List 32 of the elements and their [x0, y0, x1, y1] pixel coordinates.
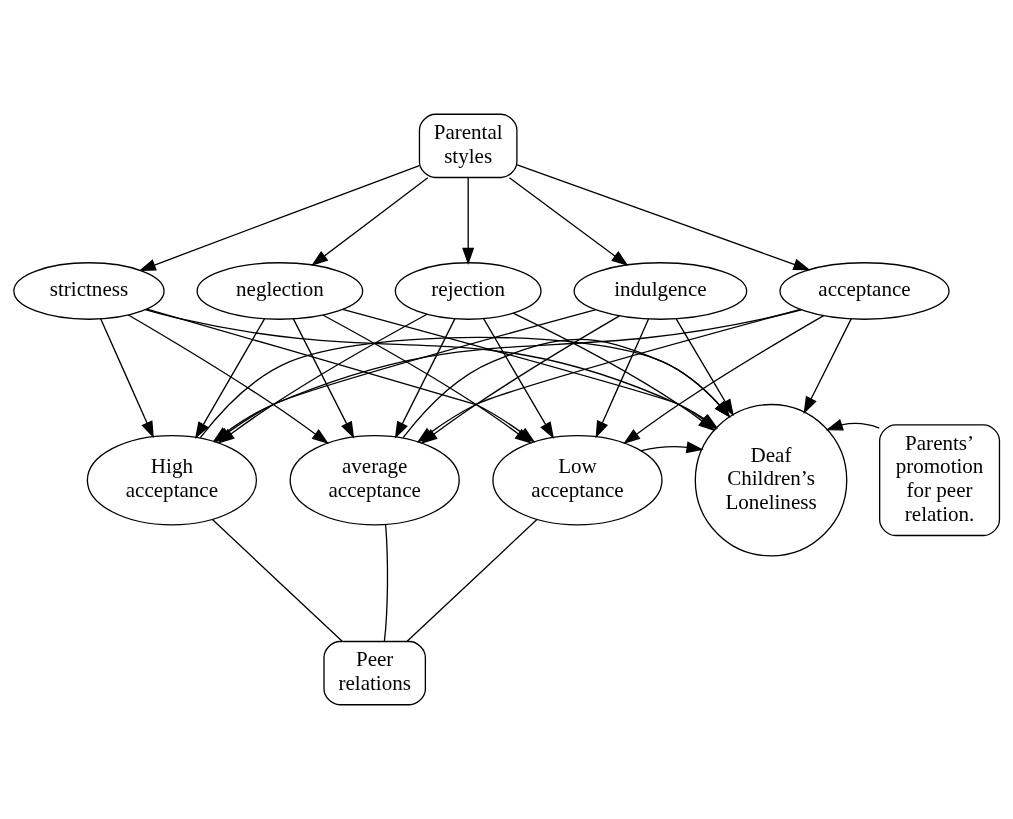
node-ellipse: indulgence	[573, 262, 748, 320]
node-ellipse: High acceptance	[86, 434, 258, 526]
arrow	[508, 177, 629, 267]
arrow	[402, 338, 731, 439]
connector	[383, 524, 389, 642]
node-ellipse: neglection	[196, 262, 364, 320]
node-ellipse: average acceptance	[289, 434, 460, 526]
arrow	[803, 318, 852, 414]
arrow	[394, 318, 456, 439]
arrow	[825, 419, 880, 431]
arrow	[311, 177, 429, 267]
arrow	[292, 318, 355, 439]
connector	[211, 518, 343, 642]
node-box: Peer relations	[323, 640, 427, 706]
node-circle: Deaf Children’s Loneliness	[694, 403, 848, 557]
arrow	[516, 164, 811, 271]
arrow	[199, 336, 731, 439]
arrow	[482, 318, 555, 439]
node-ellipse: strictness	[13, 262, 165, 320]
node-ellipse: acceptance	[779, 262, 950, 320]
node-box: Parental styles	[418, 113, 518, 179]
arrow	[100, 318, 154, 439]
connector	[406, 518, 538, 642]
arrow	[195, 318, 266, 439]
node-ellipse: Low acceptance	[492, 434, 663, 526]
node-box: Parents’ promotion for peer relation.	[879, 424, 1001, 537]
arrow	[138, 164, 421, 271]
node-ellipse: rejection	[394, 262, 542, 320]
arrow	[640, 441, 704, 454]
arrow	[462, 177, 475, 265]
arrow	[623, 314, 825, 444]
arrow	[595, 318, 650, 439]
